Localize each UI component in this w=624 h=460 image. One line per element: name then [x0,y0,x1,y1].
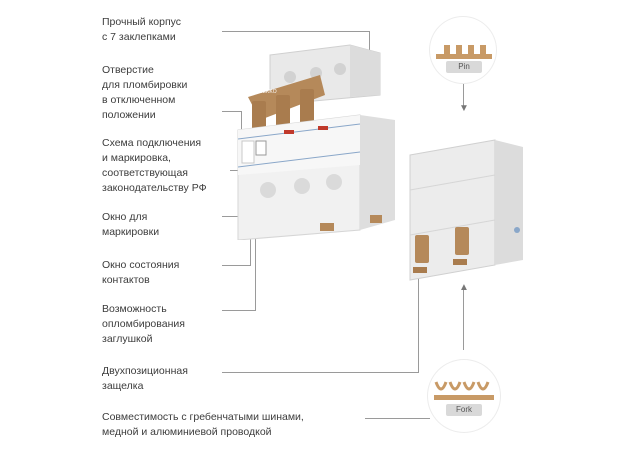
breaker-side-image [409,139,523,281]
leader-line [222,310,255,311]
brand-text: WEKKO [258,89,277,95]
circuit-breaker-image: WEKKO [237,44,395,240]
leader-line [418,250,419,373]
leader-line [230,170,242,171]
fork-busbar-icon [434,381,494,400]
leader-line [222,372,418,373]
fork-busbar-circle: Fork [428,360,500,432]
leader-line [365,418,430,419]
fork-label: Fork [446,404,482,416]
arrow-up-icon: ▲ [459,282,469,293]
arrow-line [463,286,464,350]
leader-line [255,185,256,311]
pin-busbar-icon [436,45,492,59]
pin-busbar-circle: Pin [430,17,496,83]
feature-latch: Двухпозиционная защелка [102,365,188,392]
feature-seal-hole: Отверстие для пломбировки в отключенном … [102,64,188,121]
leader-line [222,216,246,217]
leader-line [222,265,250,266]
feature-contact-window: Окно состояния контактов [102,259,180,286]
feature-marking-window: Окно для маркировки [102,211,160,238]
feature-seal-cap: Возможность опломбирования заглушкой [102,303,185,345]
arrow-line [463,84,464,108]
feature-scheme: Схема подключения и маркировка, соответс… [102,137,207,194]
pin-label: Pin [446,61,482,73]
feature-busbar-compat: Совместимость с гребенчатыми шинами, мед… [102,411,304,438]
feature-housing: Прочный корпус с 7 заклепками [102,16,182,43]
leader-line [222,31,369,32]
leader-line [222,111,242,112]
arrow-down-icon: ▼ [459,103,469,114]
